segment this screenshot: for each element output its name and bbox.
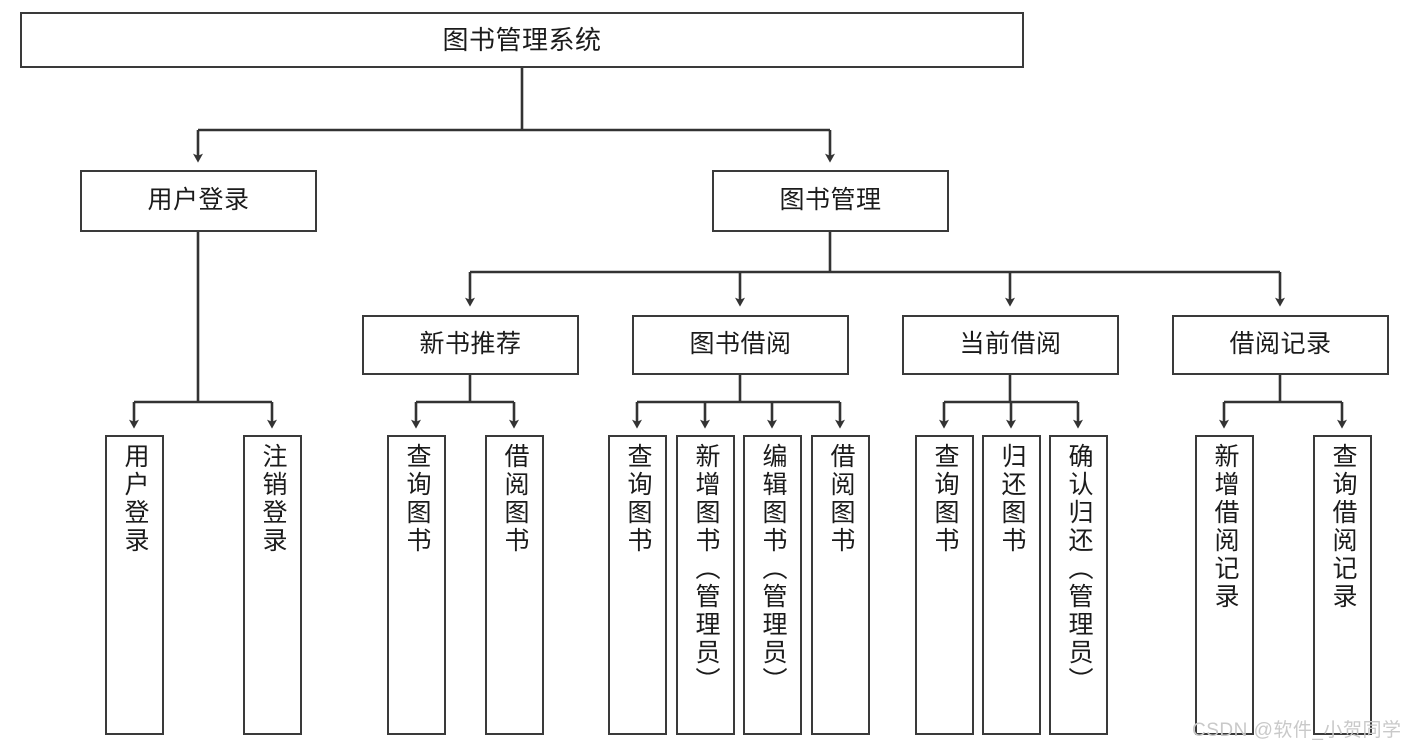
node-label: 查询图书 bbox=[931, 443, 959, 555]
node-user-login[interactable]: 用户登录 bbox=[80, 170, 317, 232]
node-label: 查询借阅记录 bbox=[1329, 443, 1357, 611]
node-leaf-borrow-book[interactable]: 借阅图书 bbox=[811, 435, 870, 735]
node-label: 用户登录 bbox=[147, 186, 250, 215]
node-current-borrowing[interactable]: 当前借阅 bbox=[902, 315, 1119, 375]
node-leaf-borrow-book-recommend[interactable]: 借阅图书 bbox=[485, 435, 544, 735]
watermark-text: CSDN @软件_小贺同学 bbox=[1192, 720, 1402, 741]
node-leaf-query-borrow-record[interactable]: 查询借阅记录 bbox=[1313, 435, 1372, 735]
node-leaf-query-book-recommend[interactable]: 查询图书 bbox=[387, 435, 446, 735]
node-label: 图书管理 bbox=[779, 186, 882, 215]
node-label: 新书推荐 bbox=[419, 330, 522, 359]
node-leaf-add-borrow-record[interactable]: 新增借阅记录 bbox=[1195, 435, 1254, 735]
node-label: 借阅记录 bbox=[1229, 330, 1332, 359]
node-label: 归还图书 bbox=[998, 443, 1026, 555]
node-leaf-edit-book-admin[interactable]: 编辑图书（管理员） bbox=[743, 435, 802, 735]
node-label: 当前借阅 bbox=[959, 330, 1062, 359]
node-label: 新增借阅记录 bbox=[1211, 443, 1239, 611]
node-book-management[interactable]: 图书管理 bbox=[712, 170, 949, 232]
node-label: 注销登录 bbox=[259, 443, 287, 555]
node-book-borrowing[interactable]: 图书借阅 bbox=[632, 315, 849, 375]
node-label: 图书借阅 bbox=[689, 330, 792, 359]
node-leaf-logout[interactable]: 注销登录 bbox=[243, 435, 302, 735]
node-label: 确认归还（管理员） bbox=[1065, 443, 1093, 695]
node-leaf-confirm-return-admin[interactable]: 确认归还（管理员） bbox=[1049, 435, 1108, 735]
node-leaf-query-book[interactable]: 查询图书 bbox=[608, 435, 667, 735]
node-leaf-user-login[interactable]: 用户登录 bbox=[105, 435, 164, 735]
node-root-book-management-system[interactable]: 图书管理系统 bbox=[20, 12, 1024, 68]
node-borrowing-records[interactable]: 借阅记录 bbox=[1172, 315, 1389, 375]
node-leaf-query-book-current[interactable]: 查询图书 bbox=[915, 435, 974, 735]
node-label: 借阅图书 bbox=[827, 443, 855, 555]
node-label: 借阅图书 bbox=[501, 443, 529, 555]
node-leaf-add-book-admin[interactable]: 新增图书（管理员） bbox=[676, 435, 735, 735]
node-leaf-return-book[interactable]: 归还图书 bbox=[982, 435, 1041, 735]
node-label: 编辑图书（管理员） bbox=[759, 443, 787, 695]
node-label: 查询图书 bbox=[624, 443, 652, 555]
node-label: 图书管理系统 bbox=[442, 24, 602, 55]
node-label: 新增图书（管理员） bbox=[692, 443, 720, 695]
node-label: 查询图书 bbox=[403, 443, 431, 555]
node-label: 用户登录 bbox=[121, 443, 149, 555]
node-new-book-recommendation[interactable]: 新书推荐 bbox=[362, 315, 579, 375]
